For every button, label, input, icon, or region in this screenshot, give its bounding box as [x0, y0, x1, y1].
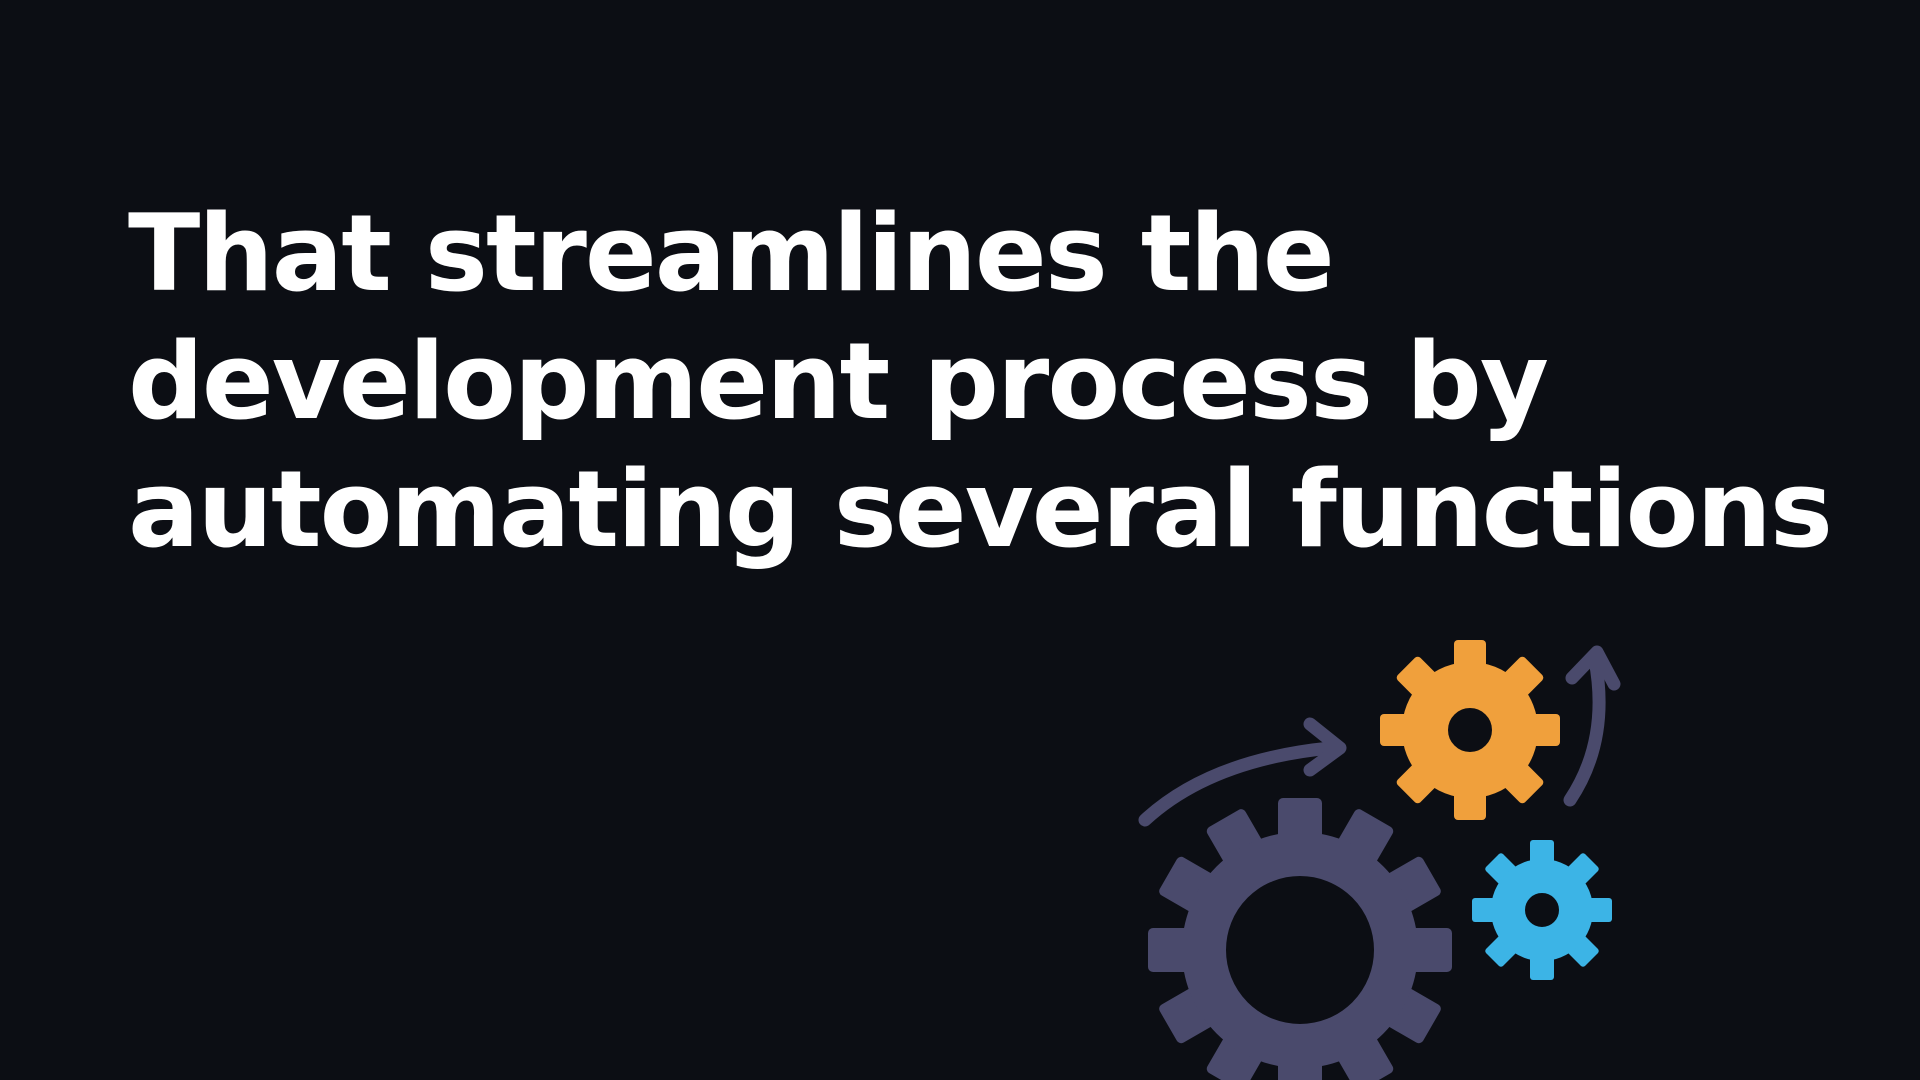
- blue-gear-icon: [1472, 840, 1612, 980]
- headline-line-3: automating several functions: [128, 448, 1833, 571]
- headline-line-1: That streamlines the: [128, 192, 1335, 315]
- headline: That streamlines the development process…: [128, 190, 1833, 574]
- upward-arrow-icon: [1563, 645, 1621, 807]
- headline-line-2: development process by: [128, 320, 1549, 443]
- orange-gear-icon: [1380, 640, 1560, 820]
- gears-illustration: [1138, 640, 1621, 1080]
- large-gear-icon: [1148, 798, 1452, 1080]
- curved-arrow-icon: [1138, 717, 1347, 827]
